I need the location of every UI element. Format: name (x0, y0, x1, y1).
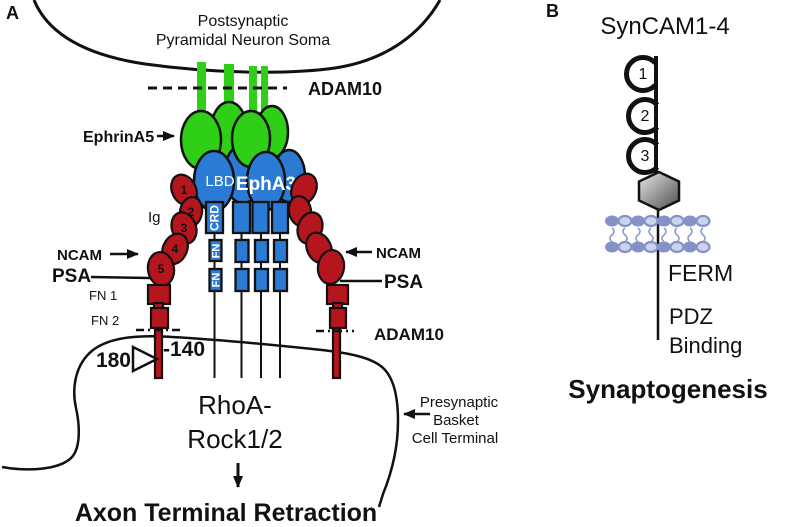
svg-text:1: 1 (639, 66, 648, 83)
isoform-140-label: -140 (163, 338, 205, 361)
presynaptic-label-line1: Presynaptic (420, 394, 499, 411)
ncam-left-label: NCAM (57, 247, 102, 264)
adam10-right-label: ADAM10 (374, 325, 444, 344)
syncam-title: SynCAM1-4 (600, 13, 729, 40)
presynaptic-terminal-outline (1, 334, 400, 508)
ferm-label: FERM (668, 260, 733, 286)
svg-text:2: 2 (641, 108, 650, 125)
ig-label: Ig (148, 209, 161, 226)
soma-outline (32, 0, 442, 74)
psa-right-label: PSA (384, 272, 423, 293)
hexagon-domain (637, 170, 681, 212)
panel-a-label: A (6, 3, 19, 23)
epha3-transmembrane-lines (213, 210, 281, 378)
fn1-label: FN 1 (89, 288, 117, 303)
pdz-label-line1: PDZ (669, 304, 713, 329)
svg-text:4: 4 (172, 242, 179, 256)
svg-text:1: 1 (181, 183, 188, 197)
syncam-ig-loops (624, 55, 660, 175)
rhoa-label-line2: Rock1/2 (187, 424, 282, 454)
fn-domain-label-1: FN (211, 244, 223, 259)
pdz-label-line2: Binding (669, 333, 742, 358)
syncam-loop-numbers: 1 2 3 (639, 66, 650, 165)
soma-label-line2: Pyramidal Neuron Soma (156, 32, 330, 49)
ncam-left-chain (146, 173, 204, 380)
fn2-label: FN 2 (91, 313, 119, 328)
isoform-180-label: 180 (96, 349, 131, 372)
rhoa-label-line1: RhoA- (198, 390, 272, 420)
ncam-right-chain (287, 172, 350, 380)
synaptogenesis-label: Synaptogenesis (568, 374, 767, 404)
fn-domain-label-2: FN (211, 273, 223, 288)
psa-left-label: PSA (52, 266, 91, 287)
psa-left-line (90, 275, 151, 280)
ephrina5-label: EphrinA5 (83, 129, 154, 146)
lipid-heads-ring (617, 214, 711, 254)
lipid-bilayer (605, 214, 711, 254)
soma-label-line1: Postsynaptic (198, 13, 289, 30)
axon-retraction-label: Axon Terminal Retraction (75, 499, 377, 527)
presynaptic-label-line2: Basket (433, 412, 480, 429)
svg-text:5: 5 (158, 262, 165, 276)
panel-b: B SynCAM1-4 1 2 3 (546, 1, 768, 404)
adam10-top-label: ADAM10 (308, 79, 382, 99)
panel-a: A Postsynaptic Pyramidal Neuron Soma ADA… (1, 0, 499, 527)
ncam-right-label: NCAM (376, 245, 421, 262)
svg-text:2: 2 (188, 205, 195, 219)
ncam-ig-numbers: 1 2 3 4 5 (158, 183, 195, 276)
crd-label: CRD (208, 205, 222, 231)
panel-b-label: B (546, 1, 559, 21)
isoform-open-arrowhead (131, 344, 160, 374)
svg-text:3: 3 (641, 148, 650, 165)
presynaptic-label-line3: Cell Terminal (412, 430, 498, 447)
epha3-lbd-front (192, 149, 287, 213)
svg-text:3: 3 (181, 221, 188, 235)
lipid-tails (609, 227, 706, 243)
epha3-domain-columns (204, 200, 290, 293)
epha3-label: EphA3 (236, 174, 296, 195)
lbd-label: LBD (205, 173, 234, 190)
lipid-heads-solid (605, 215, 697, 253)
